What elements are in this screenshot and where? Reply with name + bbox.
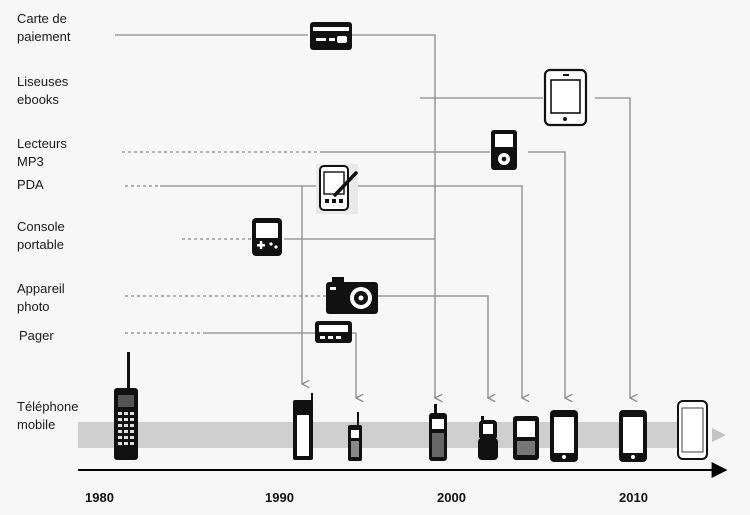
flip-phone-icon (478, 416, 498, 460)
line-payment-card-arrow (352, 34, 435, 398)
year-label: 2000 (437, 490, 466, 505)
label-line: Lecteurs (17, 136, 67, 151)
label-line: mobile (17, 417, 56, 432)
label-line: MP3 (17, 154, 44, 169)
label-line: photo (17, 299, 50, 314)
line-camera-arrow (378, 295, 488, 398)
smartphone-icon (550, 410, 578, 462)
handheld-console-icon (252, 218, 282, 256)
label-payment-card: Carte de paiement (17, 10, 70, 46)
connector-lines (115, 34, 630, 398)
credit-card-icon (310, 22, 352, 50)
label-line: Appareil (17, 281, 65, 296)
year-label: 1980 (85, 490, 114, 505)
label-line: ebooks (17, 92, 59, 107)
label-ebook-readers: Liseuses ebooks (17, 73, 68, 109)
label-line: Téléphone (17, 399, 79, 414)
label-camera: Appareil photo (17, 280, 65, 316)
label-mp3-players: Lecteurs MP3 (17, 135, 67, 171)
label-line: portable (17, 237, 64, 252)
mp3-player-icon (491, 130, 517, 170)
bar-phone-icon (293, 393, 313, 460)
line-ebook-arrow (595, 97, 630, 398)
ebook-reader-icon (543, 68, 588, 127)
year-label: 2010 (619, 490, 648, 505)
label-handheld-console: Console portable (17, 218, 65, 254)
year-label: 1990 (265, 490, 294, 505)
brick-phone-icon (114, 352, 138, 460)
smartphone-outline-icon (677, 400, 708, 460)
smartphone-icon (513, 416, 539, 460)
pda-icon (316, 164, 358, 214)
timeline-band (78, 422, 708, 448)
pager-icon (315, 321, 352, 343)
line-pager-arrow (352, 332, 356, 398)
label-line: Liseuses (17, 74, 69, 89)
bar-phone-icon (429, 404, 447, 461)
band-arrow-icon (712, 428, 726, 442)
camera-icon (326, 277, 378, 314)
label-line: Carte de (17, 11, 67, 26)
label-line: Pager (19, 328, 54, 343)
smartphone-icon (619, 410, 647, 462)
label-line: PDA (17, 177, 44, 192)
label-mobile-phone: Téléphone mobile (17, 398, 78, 434)
line-pda-arrow (358, 185, 522, 398)
label-line: paiement (17, 29, 71, 44)
label-line: Console (17, 219, 65, 234)
bar-phone-icon (348, 412, 362, 461)
label-pager: Pager (19, 327, 54, 345)
label-pda: PDA (17, 176, 44, 194)
line-mp3-arrow (528, 151, 565, 398)
